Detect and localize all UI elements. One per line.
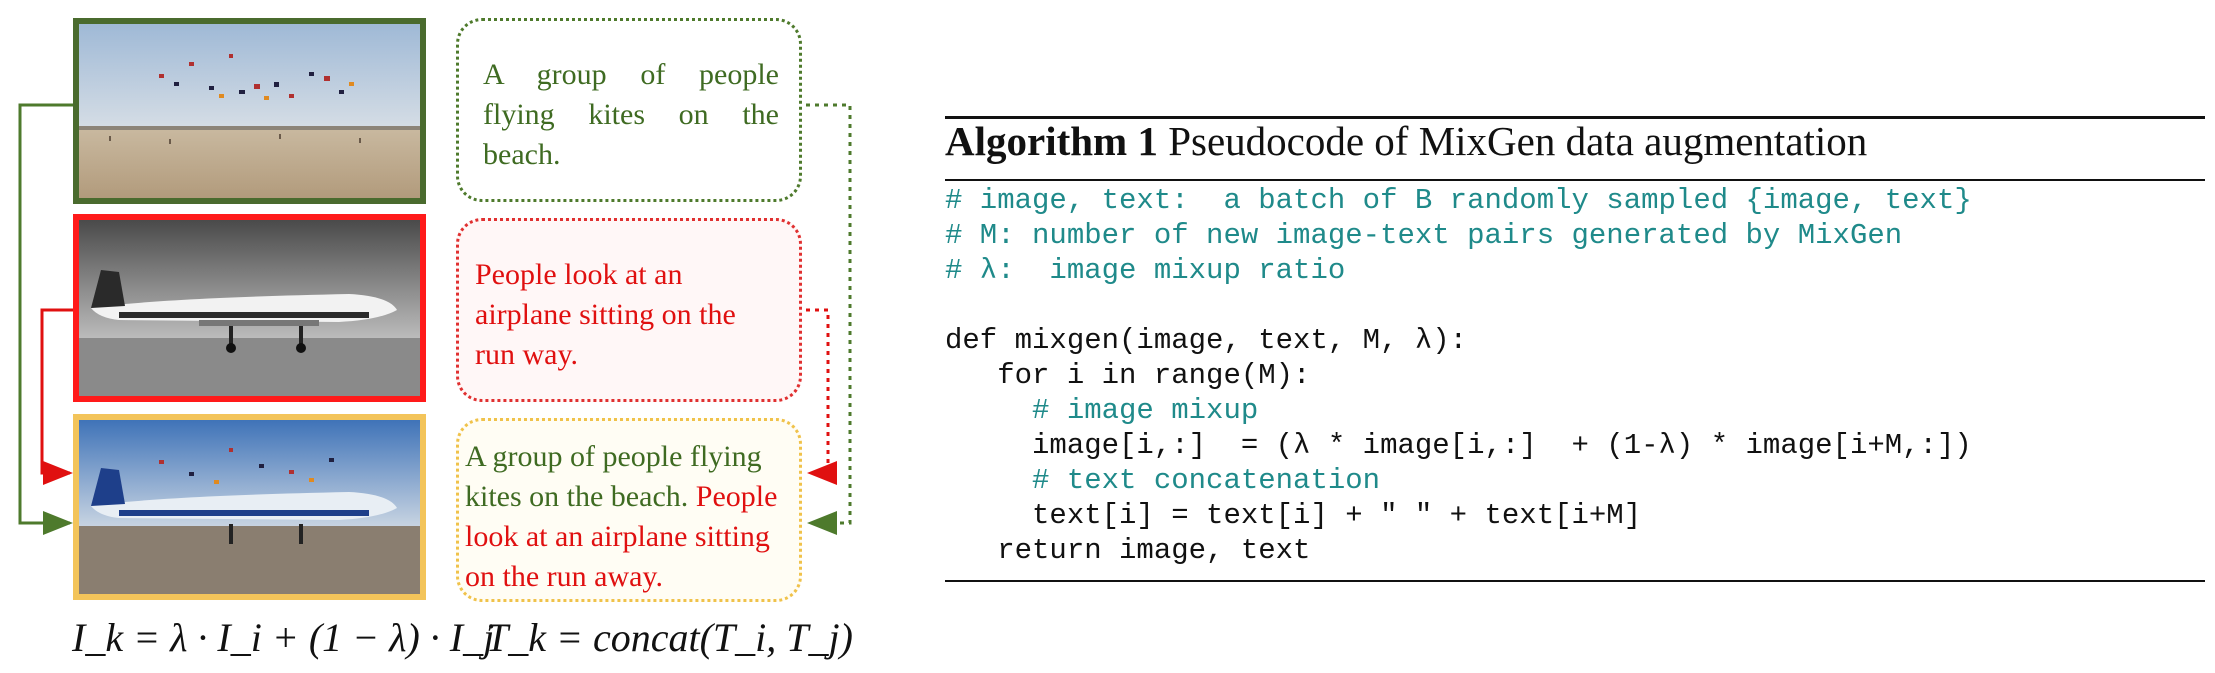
caption-airplane-line2: airplane sitting on the <box>475 298 736 331</box>
kites-beach-image <box>73 18 426 204</box>
algorithm-bottom-rule <box>945 580 2205 582</box>
text-arrow-red <box>806 308 837 485</box>
airplane-silhouette <box>91 270 397 353</box>
caption-mixed-line2-red: People <box>695 480 778 513</box>
algorithm-top-rule <box>945 116 2205 119</box>
caption-mixed-line2-green: kites on the beach. <box>465 480 689 513</box>
caption-airplane-line3: run way. <box>475 338 579 371</box>
mixed-image <box>73 414 426 600</box>
code-line: # image mixup <box>945 394 1259 427</box>
code-line: # M: number of new image-text pairs gene… <box>945 219 1903 252</box>
caption-airplane: People look at an airplane sitting on th… <box>456 218 802 402</box>
image-arrow-green <box>18 103 73 535</box>
code-line: text[i] = text[i] + " " + text[i+M] <box>945 499 1642 532</box>
caption-mixed-line2: kites on the beach. People <box>465 477 801 517</box>
code-line: for i in range(M): <box>945 359 1311 392</box>
caption-airplane-line1: People look at an <box>475 258 683 291</box>
caption-mixed: A group of people flying kites on the be… <box>456 418 802 602</box>
caption-kites-line3: beach. <box>483 138 561 171</box>
algorithm-label: Algorithm 1 <box>945 118 1158 164</box>
code-line: return image, text <box>945 534 1311 567</box>
code-line: # λ: image mixup ratio <box>945 254 1346 287</box>
algorithm-mid-rule <box>945 179 2205 181</box>
image-mix-formula: I_k = λ · I_i + (1 − λ) · I_j <box>72 615 495 660</box>
algorithm-title: Pseudocode of MixGen data augmentation <box>1168 118 1868 164</box>
airplane-image <box>73 214 426 402</box>
code-line: image[i,:] = (λ * image[i,:] + (1-λ) * i… <box>945 429 1972 462</box>
algorithm-header: Algorithm 1 Pseudocode of MixGen data au… <box>945 117 1867 165</box>
caption-kites-line1: A group of people <box>483 58 779 91</box>
image-arrow-red <box>40 308 73 485</box>
code-line: def mixgen(image, text, M, λ): <box>945 324 1468 357</box>
caption-mixed-line3: look at an airplane sitting <box>465 520 770 553</box>
caption-mixed-line4: on the run away. <box>465 560 663 593</box>
caption-mixed-line1: A group of people flying <box>465 440 762 473</box>
caption-kites-line2: flying kites on the <box>483 98 779 131</box>
caption-kites: A group of people flying kites on the be… <box>456 18 802 202</box>
code-line: # text concatenation <box>945 464 1381 497</box>
code-line: # image, text: a batch of B randomly sam… <box>945 184 1972 217</box>
text-concat-formula: T_k = concat(T_i, T_j) <box>486 615 853 660</box>
text-arrow-green <box>806 103 852 535</box>
